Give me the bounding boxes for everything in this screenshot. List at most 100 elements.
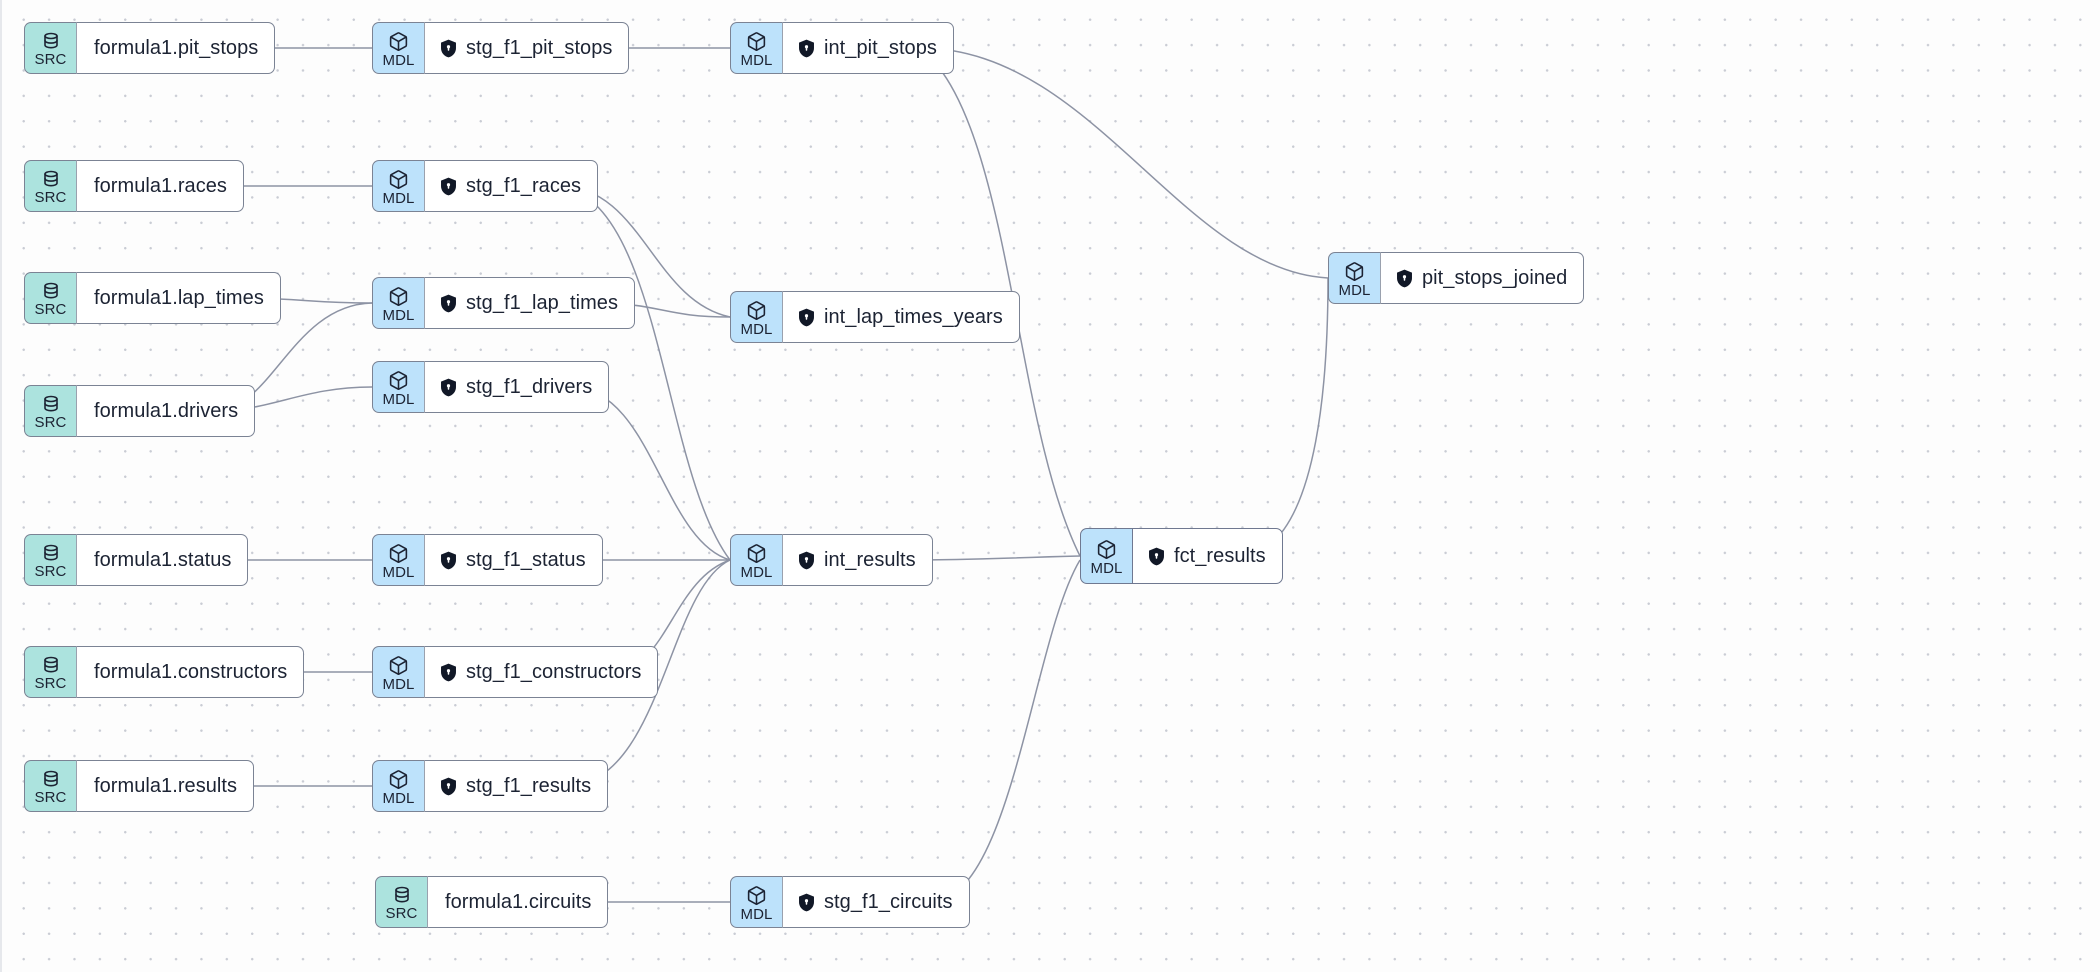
node-stg_drivers[interactable]: MDL stg_f1_drivers [372,361,610,413]
edge-int_pit_stops-to-pit_stops_joined[interactable] [919,47,1329,279]
node-label: stg_f1_lap_times [466,292,619,314]
database-icon [41,769,61,789]
node-body-int_results: int_results [782,534,933,586]
node-type-badge-stg_races: MDL [372,160,424,212]
node-type-label: MDL [382,563,415,581]
node-label: int_results [824,549,916,571]
node-type-badge-src_constructors: SRC [24,646,76,698]
node-int_pit_stops[interactable]: MDL int_pit_stops [730,22,954,74]
node-body-src_circuits: formula1.circuits [427,876,609,928]
node-body-src_drivers: formula1.drivers [76,385,256,437]
node-label: formula1.pit_stops [94,37,259,59]
shield-icon [440,177,457,196]
node-stg_pit_stops[interactable]: MDL stg_f1_pit_stops [372,22,630,74]
node-type-badge-src_status: SRC [24,534,76,586]
node-label: int_pit_stops [824,37,937,59]
shield-icon [440,39,457,58]
node-stg_circuits[interactable]: MDL stg_f1_circuits [730,876,970,928]
cube-icon [388,655,409,676]
node-type-label: SRC [385,905,418,922]
cube-icon [388,286,409,307]
shield-icon [440,294,457,313]
node-label: formula1.results [94,775,238,797]
node-type-badge-stg_status: MDL [372,534,424,586]
cube-icon [388,769,409,790]
node-type-badge-stg_constructors: MDL [372,646,424,698]
shield-icon [798,551,815,570]
node-type-label: MDL [740,563,773,581]
node-type-badge-src_circuits: SRC [375,876,427,928]
database-icon [41,31,61,51]
node-label: stg_f1_drivers [466,376,593,398]
node-body-src_constructors: formula1.constructors [76,646,305,698]
node-src_races[interactable]: SRC formula1.races [24,160,244,212]
shield-icon [440,551,457,570]
node-type-badge-pit_stops_joined: MDL [1328,252,1380,304]
cube-icon [746,300,767,321]
node-type-label: MDL [1090,559,1123,577]
node-label: formula1.races [94,175,227,197]
node-type-badge-stg_results: MDL [372,760,424,812]
node-label: stg_f1_circuits [824,891,953,913]
shield-icon [1396,269,1413,288]
cube-icon [388,370,409,391]
node-type-label: MDL [382,306,415,324]
node-type-label: SRC [34,563,67,580]
cube-icon [746,885,767,906]
node-type-badge-int_pit_stops: MDL [730,22,782,74]
node-int_results[interactable]: MDL int_results [730,534,933,586]
node-stg_results[interactable]: MDL stg_f1_results [372,760,609,812]
node-type-badge-int_lap_times_years: MDL [730,291,782,343]
node-type-badge-stg_drivers: MDL [372,361,424,413]
node-type-badge-stg_pit_stops: MDL [372,22,424,74]
node-src_circuits[interactable]: SRC formula1.circuits [375,876,609,928]
node-type-badge-stg_circuits: MDL [730,876,782,928]
node-body-stg_drivers: stg_f1_drivers [424,361,610,413]
node-stg_constructors[interactable]: MDL stg_f1_constructors [372,646,659,698]
node-type-badge-stg_lap_times: MDL [372,277,424,329]
node-type-badge-src_lap_times: SRC [24,272,76,324]
node-type-label: MDL [740,905,773,923]
node-label: fct_results [1174,545,1266,567]
node-type-label: SRC [34,51,67,68]
node-type-label: MDL [740,320,773,338]
node-label: stg_f1_results [466,775,592,797]
node-type-label: MDL [740,51,773,69]
shield-icon [798,39,815,58]
node-body-int_pit_stops: int_pit_stops [782,22,954,74]
node-src_pit_stops[interactable]: SRC formula1.pit_stops [24,22,276,74]
node-type-badge-src_drivers: SRC [24,385,76,437]
cube-icon [746,31,767,52]
node-label: stg_f1_pit_stops [466,37,613,59]
node-body-src_results: formula1.results [76,760,255,812]
node-label: stg_f1_constructors [466,661,642,683]
shield-icon [440,378,457,397]
node-type-label: MDL [382,390,415,408]
node-body-stg_races: stg_f1_races [424,160,599,212]
node-type-label: SRC [34,189,67,206]
database-icon [41,655,61,675]
node-body-fct_results: fct_results [1132,528,1283,584]
database-icon [392,885,412,905]
node-body-stg_results: stg_f1_results [424,760,609,812]
node-body-src_lap_times: formula1.lap_times [76,272,281,324]
node-body-stg_pit_stops: stg_f1_pit_stops [424,22,630,74]
node-stg_lap_times[interactable]: MDL stg_f1_lap_times [372,277,636,329]
edge-fct_results-to-pit_stops_joined[interactable] [1246,277,1329,557]
node-body-stg_lap_times: stg_f1_lap_times [424,277,636,329]
edge-stg_circuits-to-fct_results[interactable] [929,559,1081,903]
node-body-pit_stops_joined: pit_stops_joined [1380,252,1585,304]
node-fct_results[interactable]: MDL fct_results [1080,528,1283,584]
node-label: formula1.circuits [445,891,592,913]
